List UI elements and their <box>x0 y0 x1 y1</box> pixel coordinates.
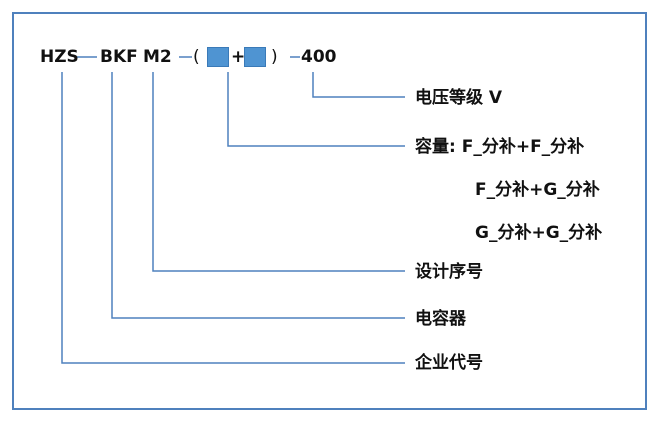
plus-sign: + <box>231 47 246 67</box>
label-design-no: 设计序号 <box>415 262 483 282</box>
label-capacity-alt1: F_分补+G_分补 <box>475 180 600 200</box>
open-paren: ( <box>193 47 200 67</box>
connector-voltage <box>312 72 405 98</box>
connector-company-code <box>61 72 405 364</box>
diagram-frame <box>12 12 647 410</box>
capacity-box-1 <box>207 47 229 67</box>
model-voltage: 400 <box>301 47 337 67</box>
capacity-box-2 <box>244 47 266 67</box>
model-product: BKF <box>100 47 138 67</box>
connector-design-no <box>152 72 405 272</box>
label-capacity: 容量: F_分补+F_分补 <box>415 137 585 157</box>
connector-capacitor <box>111 72 405 319</box>
close-paren: ) <box>271 47 278 67</box>
label-capacity-alt2: G_分补+G_分补 <box>475 223 603 243</box>
connector-capacity <box>227 72 405 147</box>
model-series: M2 <box>143 47 172 67</box>
label-voltage: 电压等级 V <box>415 88 503 108</box>
label-capacitor: 电容器 <box>415 309 466 329</box>
label-company-code: 企业代号 <box>415 353 483 373</box>
model-prefix: HZS <box>40 47 79 67</box>
